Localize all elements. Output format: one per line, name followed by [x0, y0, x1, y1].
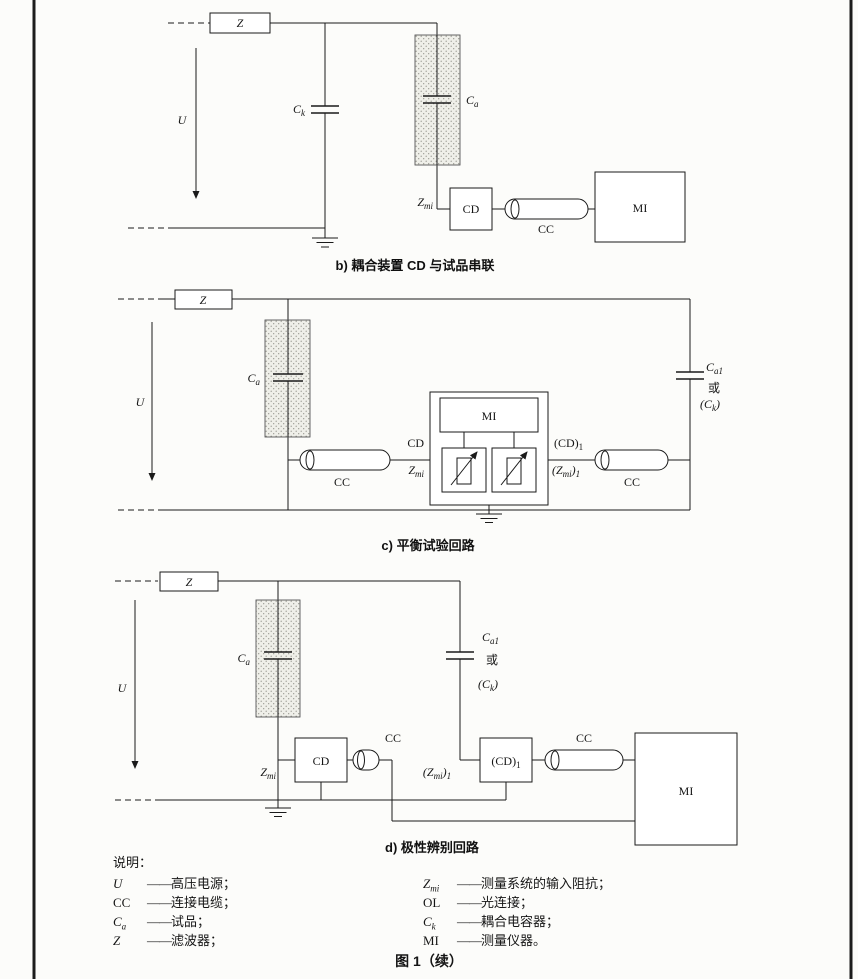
- ground-symbol: [312, 228, 338, 248]
- caption-d: d) 极性辨别回路: [385, 840, 480, 855]
- label-ca: Ca: [466, 93, 479, 109]
- legend-item-ol: OL——光连接；: [423, 895, 534, 910]
- page-border: [32, 0, 853, 979]
- label-z: Z: [186, 575, 193, 589]
- label-cc-left: CC: [334, 475, 350, 489]
- wires-c: [118, 298, 691, 511]
- caption-c: c) 平衡试验回路: [381, 538, 475, 553]
- label-cc-right: CC: [576, 731, 592, 745]
- label-cd: CD: [407, 436, 424, 450]
- label-u: U: [178, 113, 188, 127]
- variable-impedance-right: [500, 451, 528, 486]
- filter-z-box: Z: [159, 571, 219, 592]
- cable-cc-right: CC: [594, 449, 669, 489]
- label-z: Z: [200, 293, 207, 307]
- label-ca1: Ca1: [706, 360, 723, 376]
- legend-item-z: Z——滤波器；: [113, 933, 224, 948]
- legend-item-cc: CC——连接电缆；: [113, 895, 237, 910]
- label-mi: MI: [679, 784, 694, 798]
- label-mi: MI: [633, 201, 648, 215]
- legend-left-column: U——高压电源； CC——连接电缆； Ca——试品； Z——滤波器；: [113, 874, 236, 950]
- label-cd1: (CD)1: [554, 436, 583, 452]
- label-zmi: Zmi: [408, 463, 424, 479]
- legend-item-ca: Ca——试品；: [113, 914, 211, 932]
- label-cd: CD: [463, 202, 480, 216]
- diagram-d: Z U Ca Ca1 或 (Ck) Zmi CD: [115, 571, 738, 855]
- cable-cc-left: CC: [352, 731, 401, 771]
- label-or: 或: [486, 653, 498, 667]
- label-cd1: (CD)1: [491, 754, 520, 770]
- cable-cc-left: CC: [299, 449, 391, 489]
- caption-b: b) 耦合装置 CD 与试品串联: [336, 258, 495, 273]
- balanced-measuring-unit: MI: [429, 391, 549, 506]
- voltage-source-arrow: U: [178, 48, 200, 199]
- cable-cc-right: CC: [544, 731, 624, 771]
- diagram-c: Z U Ca CC CD Zmi MI: [118, 289, 723, 553]
- label-ca: Ca: [237, 651, 250, 667]
- coupling-capacitor-ca1: Ca1 或 (Ck): [446, 630, 499, 693]
- legend-title: 说明：: [113, 855, 153, 870]
- legend-right-column: Zmi——测量系统的输入阻抗； OL——光连接； Ck——耦合电容器； MI——…: [423, 874, 611, 950]
- label-u: U: [136, 395, 146, 409]
- legend-item-zmi: Zmi——测量系统的输入阻抗；: [423, 876, 612, 894]
- coupling-capacitor-ca1: Ca1 或 (Ck): [676, 360, 723, 413]
- figure-number-label: 图 1（续）: [395, 953, 463, 969]
- label-ca: Ca: [247, 371, 260, 387]
- legend-item-ck: Ck——耦合电容器；: [423, 914, 560, 932]
- label-zmi1: (Zmi)1: [423, 765, 451, 781]
- measuring-instrument-mi: MI: [594, 171, 686, 243]
- label-u: U: [118, 681, 128, 695]
- label-cd: CD: [313, 754, 330, 768]
- legend-item-mi: MI——测量仪器。: [423, 933, 547, 948]
- diagram-b: Z U Ck Ca Zmi CD CC: [128, 12, 686, 273]
- cable-cc: CC: [504, 198, 589, 236]
- label-z: Z: [237, 16, 244, 30]
- test-object-ca: Ca: [414, 34, 479, 166]
- ground-symbol: [265, 800, 291, 817]
- measuring-instrument-mi: MI: [634, 732, 738, 846]
- variable-impedance-left: [450, 451, 478, 486]
- label-ca1: Ca1: [482, 630, 499, 646]
- wires-b: [128, 22, 595, 229]
- label-ck-alt: (Ck): [478, 677, 498, 693]
- test-object-ca: Ca: [247, 319, 311, 438]
- label-zmi1: (Zmi)1: [552, 463, 580, 479]
- voltage-source-arrow: U: [118, 600, 139, 769]
- ground-symbol: [476, 505, 502, 523]
- label-mi: MI: [482, 409, 497, 423]
- label-or: 或: [708, 381, 720, 395]
- coupling-capacitor-ck: Ck: [293, 102, 339, 118]
- voltage-source-arrow: U: [136, 322, 156, 481]
- test-object-ca: Ca: [237, 599, 301, 718]
- legend-item-u: U——高压电源；: [113, 876, 237, 891]
- label-ck-alt: (Ck): [700, 397, 720, 413]
- coupling-device-cd1: (CD)1: [479, 737, 533, 783]
- filter-z-box: Z: [174, 289, 233, 310]
- label-zmi: Zmi: [260, 765, 276, 781]
- label-cc-right: CC: [624, 475, 640, 489]
- coupling-device-cd: CD: [294, 737, 348, 783]
- filter-z-box: Z: [209, 12, 271, 34]
- label-zmi: Zmi: [417, 195, 433, 211]
- label-ck: Ck: [293, 102, 306, 118]
- label-cc: CC: [538, 222, 554, 236]
- label-cc-left: CC: [385, 731, 401, 745]
- coupling-device-cd: CD: [449, 187, 493, 231]
- wires-d: [115, 580, 635, 822]
